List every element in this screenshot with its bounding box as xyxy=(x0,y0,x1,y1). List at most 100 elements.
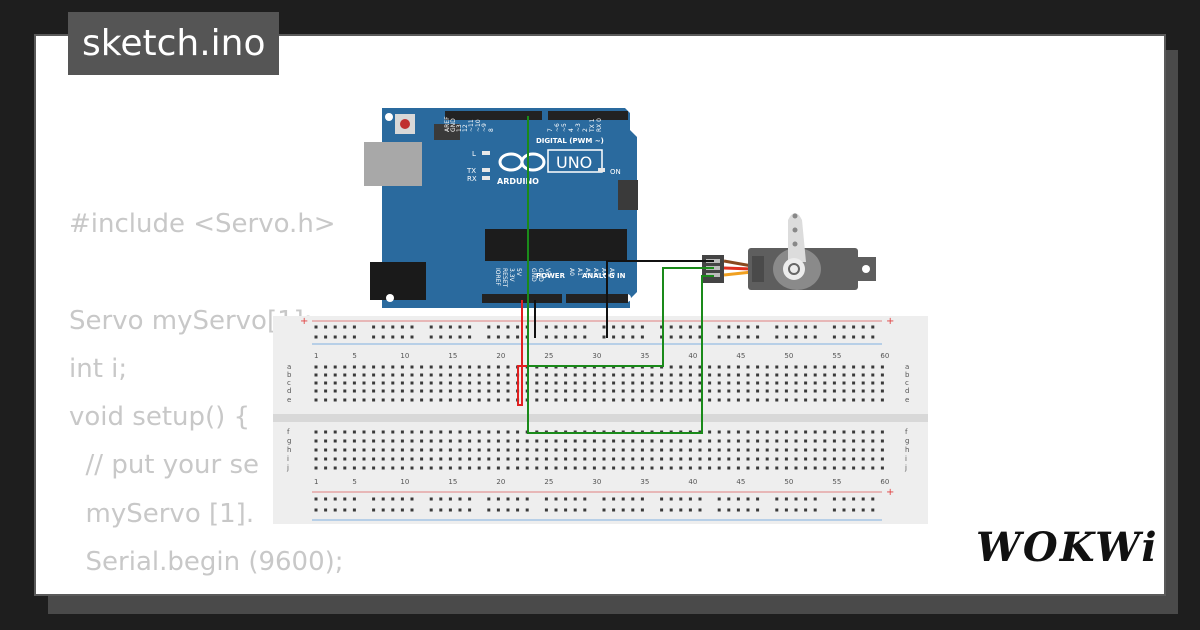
breadboard-hole xyxy=(842,457,846,461)
breadboard-hole xyxy=(765,389,769,393)
breadboard-hole xyxy=(861,381,865,385)
breadboard-hole xyxy=(842,398,846,402)
breadboard-hole xyxy=(746,335,750,339)
breadboard-hole xyxy=(420,365,424,369)
breadboard-hole xyxy=(746,398,750,402)
tx-led xyxy=(482,168,490,172)
breadboard-hole xyxy=(554,373,558,377)
breadboard-hole xyxy=(372,381,376,385)
breadboard-hole xyxy=(784,430,788,434)
breadboard-hole xyxy=(698,466,702,470)
breadboard-hole xyxy=(324,365,328,369)
breadboard-hole xyxy=(612,325,616,329)
breadboard-hole xyxy=(343,398,347,402)
breadboard-hole xyxy=(506,373,510,377)
arduino-logo-icon xyxy=(498,152,546,172)
breadboard-hole xyxy=(516,430,520,434)
breadboard-hole xyxy=(679,508,683,512)
breadboard-hole xyxy=(564,325,568,329)
breadboard-hole xyxy=(679,373,683,377)
row-letter: a xyxy=(287,363,291,371)
row-letter: b xyxy=(905,371,910,379)
breadboard-hole xyxy=(861,466,865,470)
breadboard-hole xyxy=(708,430,712,434)
breadboard-hole xyxy=(631,381,635,385)
breadboard-hole xyxy=(448,497,452,501)
breadboard-hole xyxy=(391,448,395,452)
breadboard-hole xyxy=(314,497,318,501)
breadboard-hole xyxy=(784,466,788,470)
breadboard-hole xyxy=(352,430,356,434)
breadboard-hole xyxy=(832,325,836,329)
breadboard-hole xyxy=(381,439,385,443)
breadboard-hole xyxy=(871,398,875,402)
icsp-header xyxy=(434,124,460,140)
breadboard-hole xyxy=(554,508,558,512)
breadboard-hole xyxy=(592,457,596,461)
breadboard-hole xyxy=(400,448,404,452)
breadboard-hole xyxy=(487,325,491,329)
breadboard-hole xyxy=(391,381,395,385)
breadboard-hole xyxy=(343,466,347,470)
breadboard-hole xyxy=(496,448,500,452)
breadboard-hole xyxy=(794,398,798,402)
breadboard-hole xyxy=(602,457,606,461)
column-number: 15 xyxy=(448,478,457,486)
breadboard-hole xyxy=(832,373,836,377)
breadboard-hole xyxy=(765,457,769,461)
breadboard-hole xyxy=(871,466,875,470)
breadboard-hole xyxy=(640,508,644,512)
breadboard-hole xyxy=(727,430,731,434)
breadboard-hole xyxy=(400,439,404,443)
pin-label: 7 xyxy=(547,128,554,132)
breadboard-hole xyxy=(698,325,702,329)
breadboard-hole xyxy=(736,365,740,369)
breadboard-hole xyxy=(765,365,769,369)
breadboard-hole xyxy=(880,430,884,434)
breadboard-hole xyxy=(698,497,702,501)
breadboard-hole xyxy=(640,457,644,461)
breadboard-hole xyxy=(861,430,865,434)
breadboard-hole xyxy=(487,430,491,434)
breadboard-hole xyxy=(544,448,548,452)
breadboard-hole xyxy=(410,373,414,377)
breadboard-hole xyxy=(372,439,376,443)
breadboard-hole xyxy=(640,373,644,377)
breadboard-hole xyxy=(602,335,606,339)
breadboard-hole xyxy=(573,381,577,385)
breadboard-hole xyxy=(592,398,596,402)
breadboard-hole xyxy=(775,398,779,402)
breadboard-hole xyxy=(496,497,500,501)
breadboard-hole xyxy=(487,466,491,470)
pin-label: A4 xyxy=(600,268,607,276)
breadboard-hole xyxy=(794,430,798,434)
breadboard-hole xyxy=(660,508,664,512)
breadboard-hole xyxy=(429,448,433,452)
breadboard-hole xyxy=(487,497,491,501)
breadboard-hole xyxy=(487,439,491,443)
pin-label: 13 xyxy=(456,124,463,132)
breadboard-hole xyxy=(765,381,769,385)
pin-label: ~5 xyxy=(561,123,568,132)
pin-label: 2 xyxy=(582,128,589,132)
breadboard-hole xyxy=(564,466,568,470)
breadboard-hole xyxy=(583,466,587,470)
breadboard-hole xyxy=(631,373,635,377)
row-letter: h xyxy=(287,446,291,454)
breadboard-hole xyxy=(362,430,366,434)
servo-motor[interactable] xyxy=(702,213,876,290)
breadboard-hole xyxy=(439,508,443,512)
breadboard-hole xyxy=(640,381,644,385)
breadboard-hole xyxy=(573,373,577,377)
breadboard-hole xyxy=(871,381,875,385)
breadboard-hole xyxy=(314,448,318,452)
breadboard-hole xyxy=(736,457,740,461)
breadboard-hole xyxy=(583,398,587,402)
breadboard-hole xyxy=(727,466,731,470)
breadboard-hole xyxy=(813,448,817,452)
column-number: 55 xyxy=(832,478,841,486)
breadboard-hole xyxy=(468,373,472,377)
breadboard-hole xyxy=(861,439,865,443)
breadboard-hole xyxy=(343,373,347,377)
breadboard-hole xyxy=(372,365,376,369)
